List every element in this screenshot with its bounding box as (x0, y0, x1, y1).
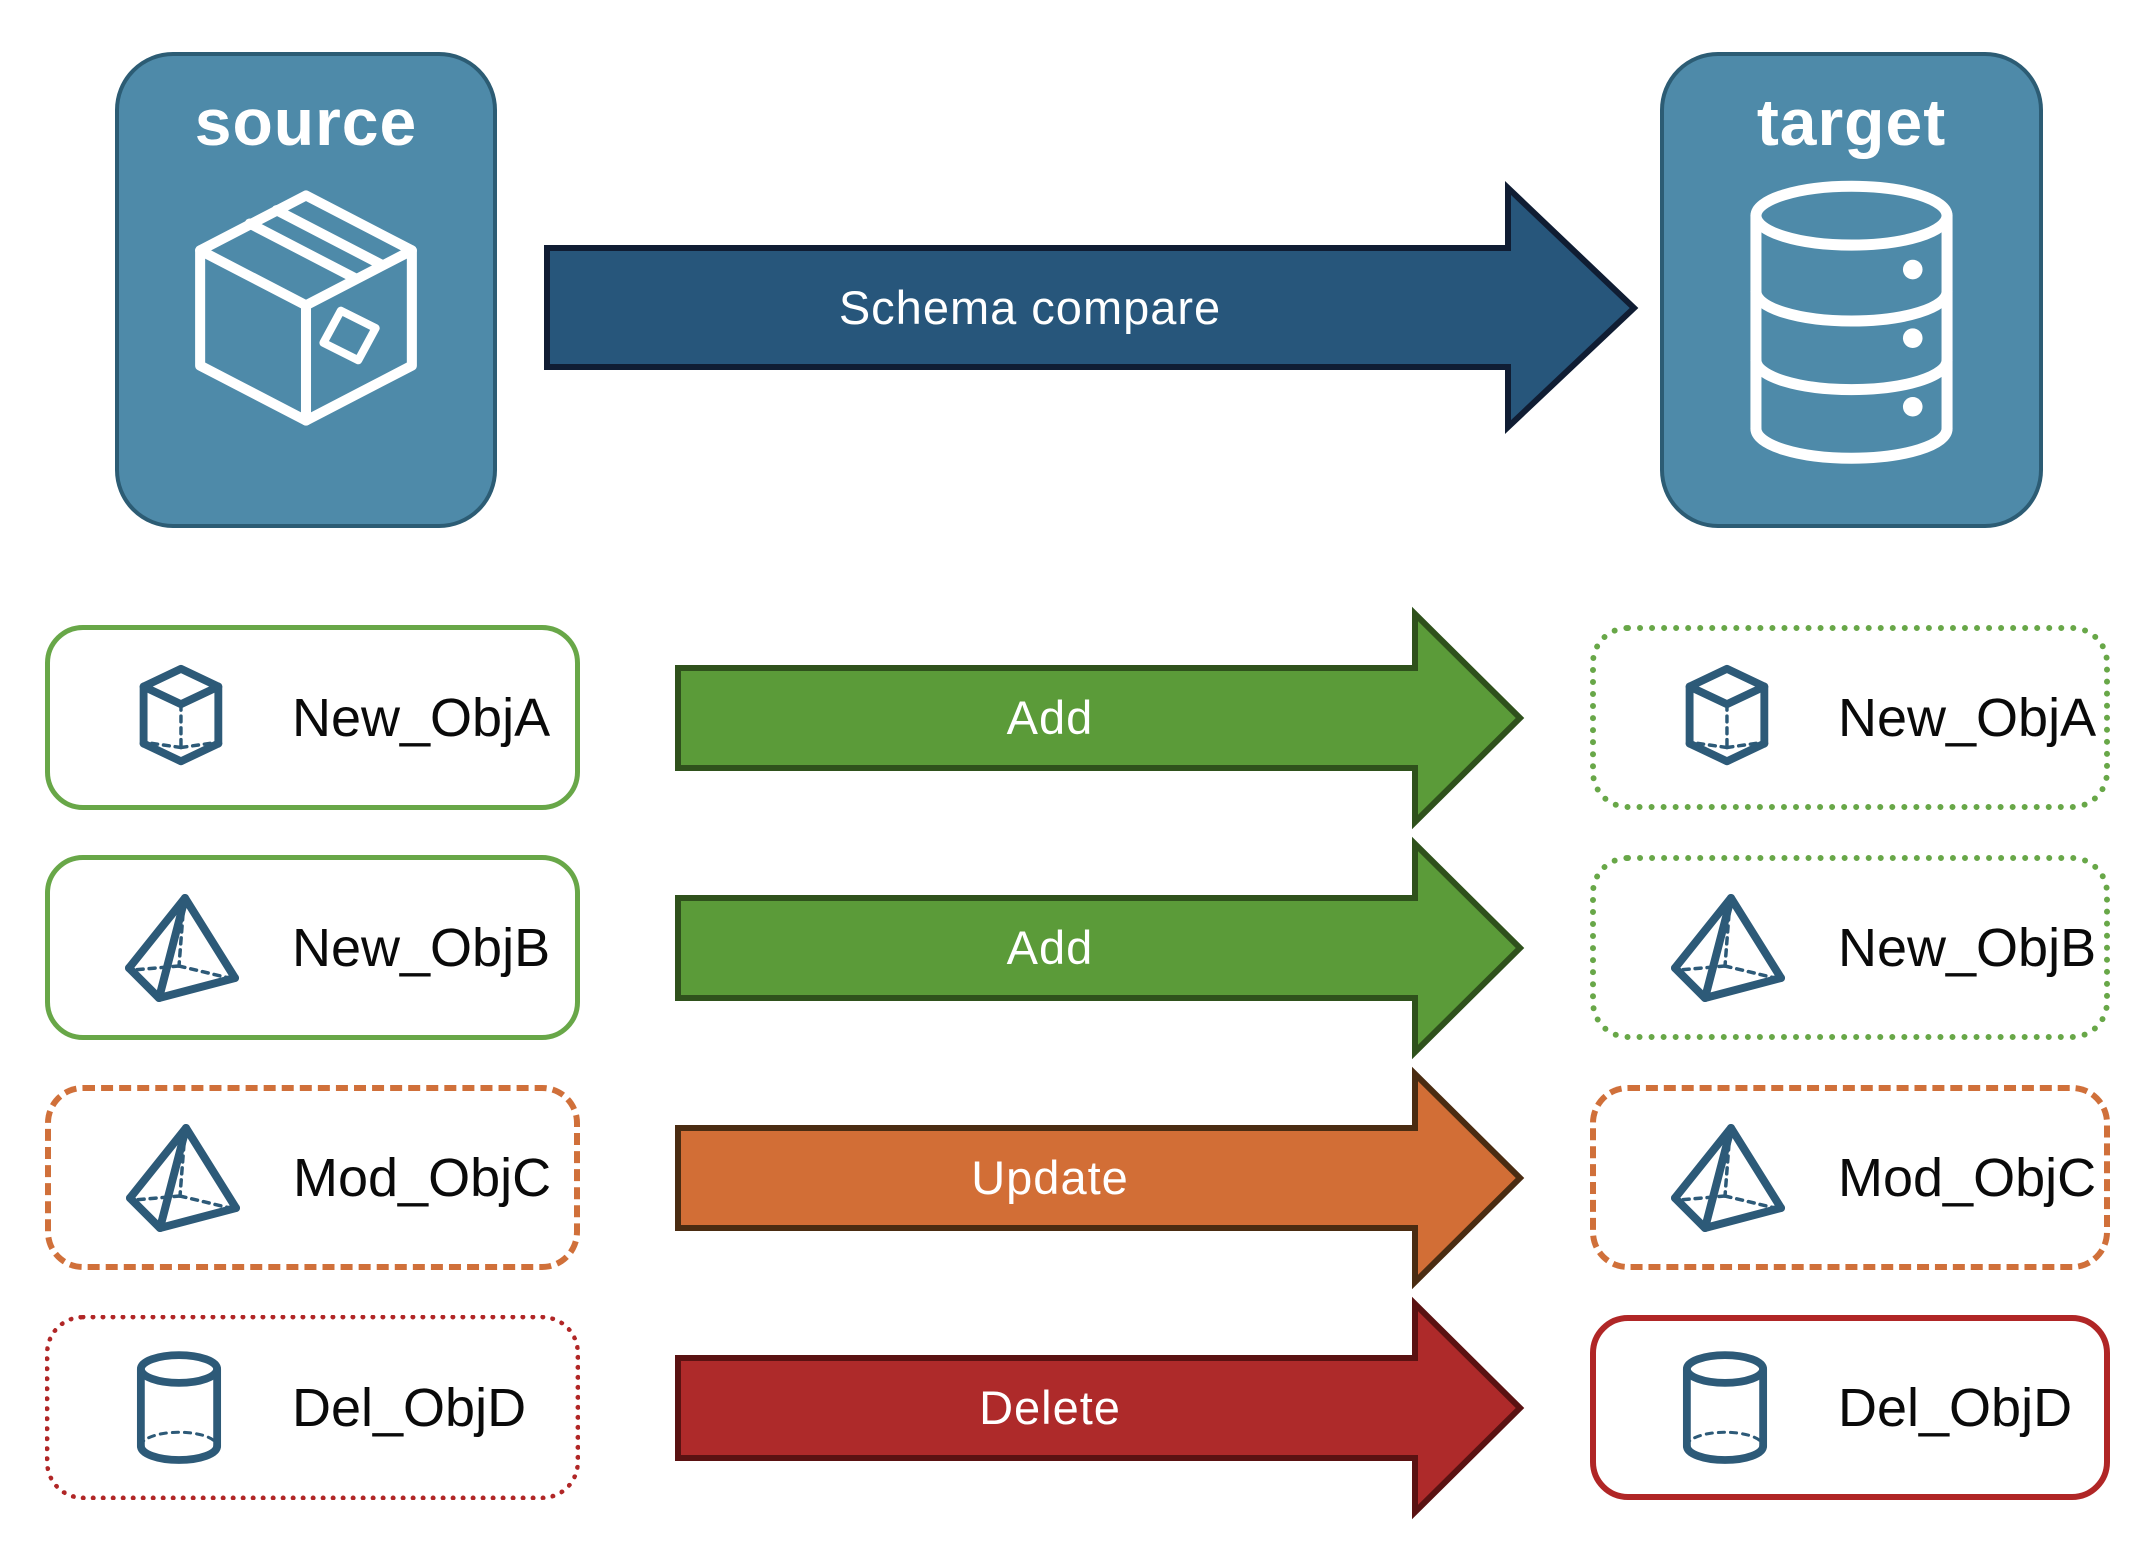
update-arrow (675, 1066, 1525, 1290)
cube-icon (1664, 653, 1786, 783)
object-label: New_ObjA (1838, 687, 2097, 748)
source-object-card-mod-objc: Mod_ObjC (45, 1085, 580, 1270)
package-icon (195, 190, 417, 426)
schema-compare-arrow (544, 181, 1639, 434)
source-node: source (115, 52, 497, 528)
target-object-card-del-objd: Del_ObjD (1590, 1315, 2110, 1500)
delete-arrow-label: Delete (979, 1380, 1121, 1434)
target-node: target (1660, 52, 2043, 528)
target-title: target (1756, 85, 1947, 159)
delete-arrow (675, 1296, 1525, 1520)
target-object-card-new-objb: New_ObjB (1590, 855, 2110, 1040)
schema-compare-label: Schema compare (838, 281, 1222, 334)
cylinder-icon (1664, 1343, 1786, 1473)
add-arrow (675, 606, 1525, 830)
object-label: Del_ObjD (292, 1377, 527, 1438)
object-label: New_ObjB (1838, 917, 2097, 978)
update-arrow-label: Update (971, 1150, 1129, 1204)
add-arrow-label: Add (1006, 920, 1094, 974)
pyramid-icon (119, 1113, 241, 1243)
cube-icon (118, 653, 240, 783)
source-object-card-new-obja: New_ObjA (45, 625, 580, 810)
object-label: Mod_ObjC (1838, 1147, 2097, 1208)
target-object-card-mod-objc: Mod_ObjC (1590, 1085, 2110, 1270)
pyramid-icon (1664, 1113, 1786, 1243)
object-label: New_ObjB (292, 917, 551, 978)
add-arrow (675, 836, 1525, 1060)
object-label: New_ObjA (292, 687, 551, 748)
pyramid-icon (118, 883, 240, 1013)
target-object-card-new-obja: New_ObjA (1590, 625, 2110, 810)
object-label: Del_ObjD (1838, 1377, 2073, 1438)
pyramid-icon (1664, 883, 1786, 1013)
database-icon (1750, 180, 1953, 464)
object-label: Mod_ObjC (293, 1147, 552, 1208)
source-object-card-del-objd: Del_ObjD (45, 1315, 580, 1500)
source-object-card-new-objb: New_ObjB (45, 855, 580, 1040)
source-title: source (194, 85, 418, 159)
add-arrow-label: Add (1006, 690, 1094, 744)
cylinder-icon (118, 1343, 240, 1473)
